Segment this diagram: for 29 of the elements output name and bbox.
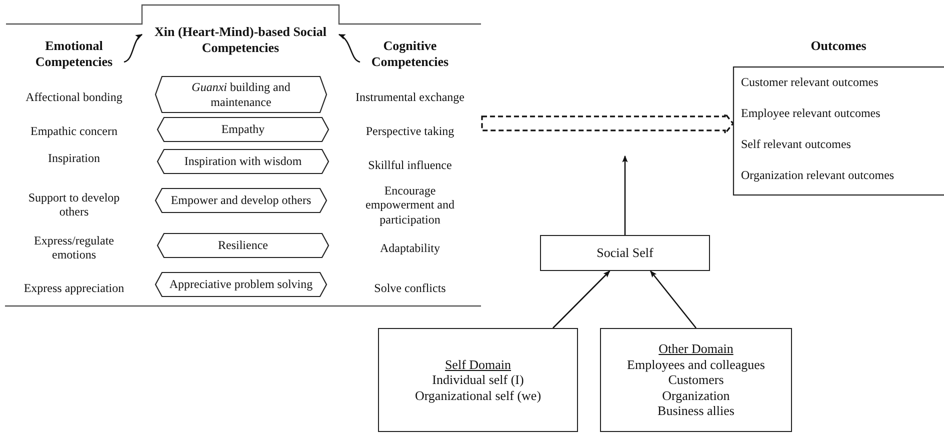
competency-label: Empathic concern [30,124,118,138]
arrow [650,270,696,328]
competency-label: Adaptability [379,240,441,256]
curved-arrow [338,34,360,63]
competency-label: Express/regulate emotions [33,234,115,262]
competency-label: Solve conflicts [373,280,447,296]
heading-text: Emotional Competencies [24,38,124,70]
competency-label: Inspiration [47,150,101,166]
curved-arrow [124,34,143,63]
competency-label: Skillful influence [367,158,453,172]
title-text: Xin (Heart-Mind)-based Social Competencies [142,24,339,54]
hexagon-box: Inspiration with wisdom [157,149,329,174]
competency-label: Instrumental exchange [354,90,466,104]
hexagon-box: Guanxi building and maintenance [155,76,327,113]
domain-box: Self Domain Individual self (I) Organizational self (we) [378,328,578,432]
process-box: Social Self [540,235,710,271]
hexagon-box: Empathy [157,117,329,142]
competency-label: Perspective taking [364,124,456,138]
competency-label: Encourage empowerment and participation [364,183,456,227]
hexagon-box: Empower and develop others [155,188,327,213]
competency-label: Affectional bonding [24,90,124,104]
hexagon-box: Resilience [157,233,329,258]
arrow [552,270,610,328]
competency-label: Support to develop others [27,190,121,220]
hexagon-box: Appreciative problem solving [155,272,327,297]
competency-label: Express appreciation [22,280,126,296]
arrow [622,155,628,235]
domain-box: Other Domain Employees and colleagues Customers Organization Business allies [600,328,792,432]
heading-text: Cognitive Competencies [360,38,460,70]
